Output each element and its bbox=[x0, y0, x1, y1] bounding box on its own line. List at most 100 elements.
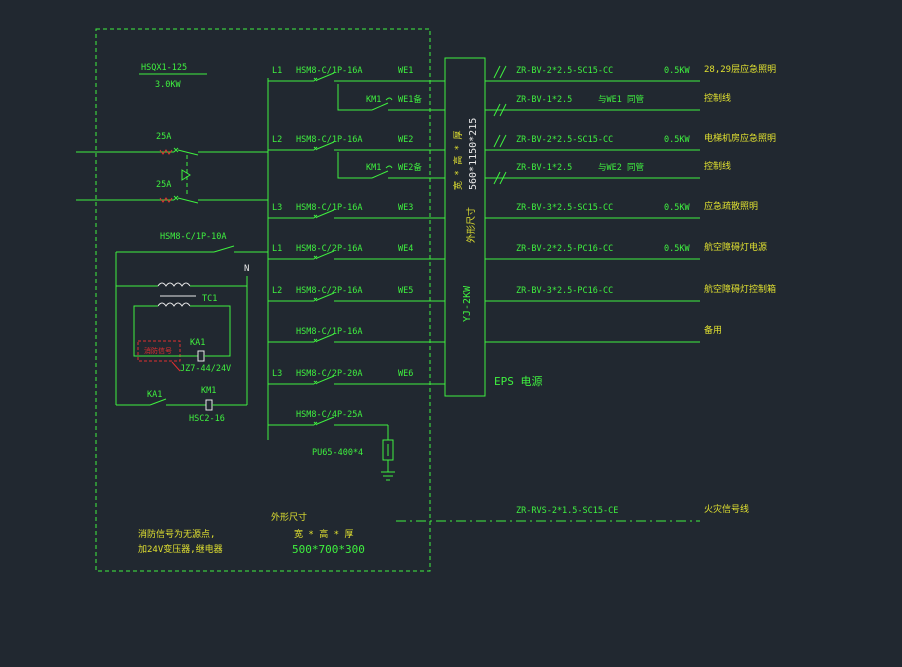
eps-dims: 560*1150*215 bbox=[468, 118, 479, 190]
fire-signal-cable: ZR-RVS-2*1.5-SC15-CE bbox=[516, 506, 618, 516]
breaker-switch bbox=[313, 250, 335, 260]
interlock-arrow-icon bbox=[181, 169, 191, 181]
breaker-label: HSM8-C/2P-20A bbox=[296, 369, 363, 379]
breaker-switch bbox=[313, 375, 335, 385]
output-cable: ZR-BV-2*2.5-SC15-CC bbox=[516, 135, 613, 145]
relay-coil bbox=[197, 350, 205, 362]
eps-model: YJ-2KW bbox=[462, 285, 473, 322]
aux-contact bbox=[371, 97, 393, 111]
contactor-contact-name: KA1 bbox=[147, 390, 162, 400]
spd-label: PU65-400*4 bbox=[312, 448, 363, 458]
contactor-model: HSC2-16 bbox=[189, 414, 225, 424]
input-2-switch bbox=[173, 195, 199, 204]
aux-contact bbox=[371, 165, 393, 179]
note-line-2: 加24V变压器,继电器 bbox=[138, 543, 223, 555]
circuit-id: WE3 bbox=[398, 203, 413, 213]
circuit-id: WE6 bbox=[398, 369, 413, 379]
circuit-id: WE1 bbox=[398, 66, 413, 76]
input-1-switch bbox=[173, 147, 199, 156]
eps-label-top: 宽 * 高 * 厚 bbox=[452, 130, 464, 190]
fire-signal-label: 消防信号 bbox=[144, 346, 172, 355]
output-power: 0.5KW bbox=[664, 66, 690, 76]
breaker-switch bbox=[313, 141, 335, 151]
breaker-label: HSM8-C/2P-16A bbox=[296, 244, 363, 254]
input-2-fuse bbox=[159, 197, 173, 203]
eps-name: EPS 电源 bbox=[494, 374, 543, 388]
cabinet-dims: 500*700*300 bbox=[292, 543, 365, 556]
transformer-label: TC1 bbox=[202, 294, 217, 304]
output-note: 与WE2 同管 bbox=[598, 162, 644, 173]
distribution-box-outline bbox=[95, 28, 431, 572]
circuit-id: WE2 bbox=[398, 135, 413, 145]
same-conduit-mark bbox=[493, 103, 507, 117]
output-power: 0.5KW bbox=[664, 203, 690, 213]
circuit-id: WE2备 bbox=[398, 162, 422, 173]
output-cable: ZR-BV-2*2.5-SC15-CC bbox=[516, 66, 613, 76]
ground-icon bbox=[381, 471, 395, 481]
same-conduit-mark bbox=[493, 171, 507, 185]
breaker-switch bbox=[313, 333, 335, 343]
phase-label: L3 bbox=[272, 369, 282, 379]
input-1-rating: 25A bbox=[156, 132, 171, 142]
output-power: 0.5KW bbox=[664, 244, 690, 254]
relay-name: KA1 bbox=[190, 338, 205, 348]
output-load: 航空障碍灯控制箱 bbox=[704, 283, 776, 295]
output-power: 0.5KW bbox=[664, 135, 690, 145]
note-line-1: 消防信号为无源点, bbox=[138, 528, 215, 540]
control-breaker-switch bbox=[213, 245, 235, 253]
phase-label: L1 bbox=[272, 244, 282, 254]
breaker-label: HSM8-C/2P-16A bbox=[296, 286, 363, 296]
output-load: 控制线 bbox=[704, 92, 731, 104]
input-2-rating: 25A bbox=[156, 180, 171, 190]
phase-label: L2 bbox=[272, 135, 282, 145]
phase-label: L2 bbox=[272, 286, 282, 296]
breaker-label: HSM8-C/1P-16A bbox=[296, 327, 363, 337]
contactor-contact bbox=[149, 398, 167, 406]
output-cable: ZR-BV-1*2.5 bbox=[516, 95, 572, 105]
input-1-fuse bbox=[159, 149, 173, 155]
control-breaker-label: HSM8-C/1P-10A bbox=[160, 232, 227, 242]
breaker-switch bbox=[313, 292, 335, 302]
cabinet-dims-label: 宽 * 高 * 厚 bbox=[294, 528, 354, 540]
output-cable: ZR-BV-3*2.5-PC16-CC bbox=[516, 286, 613, 296]
aux-contact-name: KM1 bbox=[366, 95, 381, 105]
output-cable: ZR-BV-3*2.5-SC15-CC bbox=[516, 203, 613, 213]
transformer-secondary-coil bbox=[157, 302, 191, 307]
relay-mark bbox=[171, 361, 181, 372]
aux-wire bbox=[337, 84, 372, 111]
circuit-id: WE1备 bbox=[398, 94, 422, 105]
output-load: 应急疏散照明 bbox=[704, 200, 758, 212]
secondary-loop bbox=[133, 305, 231, 357]
breaker-label: HSM8-C/4P-25A bbox=[296, 410, 363, 420]
neutral-label: N bbox=[244, 264, 249, 274]
fire-signal-box bbox=[137, 340, 181, 362]
output-load: 电梯机房应急照明 bbox=[704, 132, 776, 144]
output-load: 控制线 bbox=[704, 160, 731, 172]
same-conduit-mark bbox=[493, 134, 507, 148]
transformer-primary-coil bbox=[157, 282, 191, 287]
eps-box bbox=[444, 57, 486, 397]
output-cable: ZR-BV-1*2.5 bbox=[516, 163, 572, 173]
breaker-switch bbox=[313, 209, 335, 219]
contactor-coil bbox=[205, 399, 213, 411]
output-note: 与WE1 同管 bbox=[598, 94, 644, 105]
main-breaker-model: HSQX1-125 bbox=[141, 63, 187, 73]
contactor-coil-name: KM1 bbox=[201, 386, 216, 396]
aux-contact-name: KM1 bbox=[366, 163, 381, 173]
breaker-label: HSM8-C/1P-16A bbox=[296, 203, 363, 213]
output-cable: ZR-BV-2*2.5-PC16-CC bbox=[516, 244, 613, 254]
main-breaker-power: 3.0KW bbox=[155, 80, 181, 90]
output-load: 28,29层应急照明 bbox=[704, 63, 776, 75]
circuit-id: WE4 bbox=[398, 244, 413, 254]
breaker-switch bbox=[313, 72, 335, 82]
cabinet-size-label: 外形尺寸 bbox=[271, 511, 307, 523]
phase-label: L3 bbox=[272, 203, 282, 213]
phase-label: L1 bbox=[272, 66, 282, 76]
output-load: 航空障碍灯电源 bbox=[704, 241, 767, 253]
breaker-label: HSM8-C/1P-16A bbox=[296, 66, 363, 76]
relay-model: JZ7-44/24V bbox=[180, 364, 231, 374]
aux-wire bbox=[337, 152, 372, 179]
fire-signal-load: 火灾信号线 bbox=[704, 503, 749, 515]
